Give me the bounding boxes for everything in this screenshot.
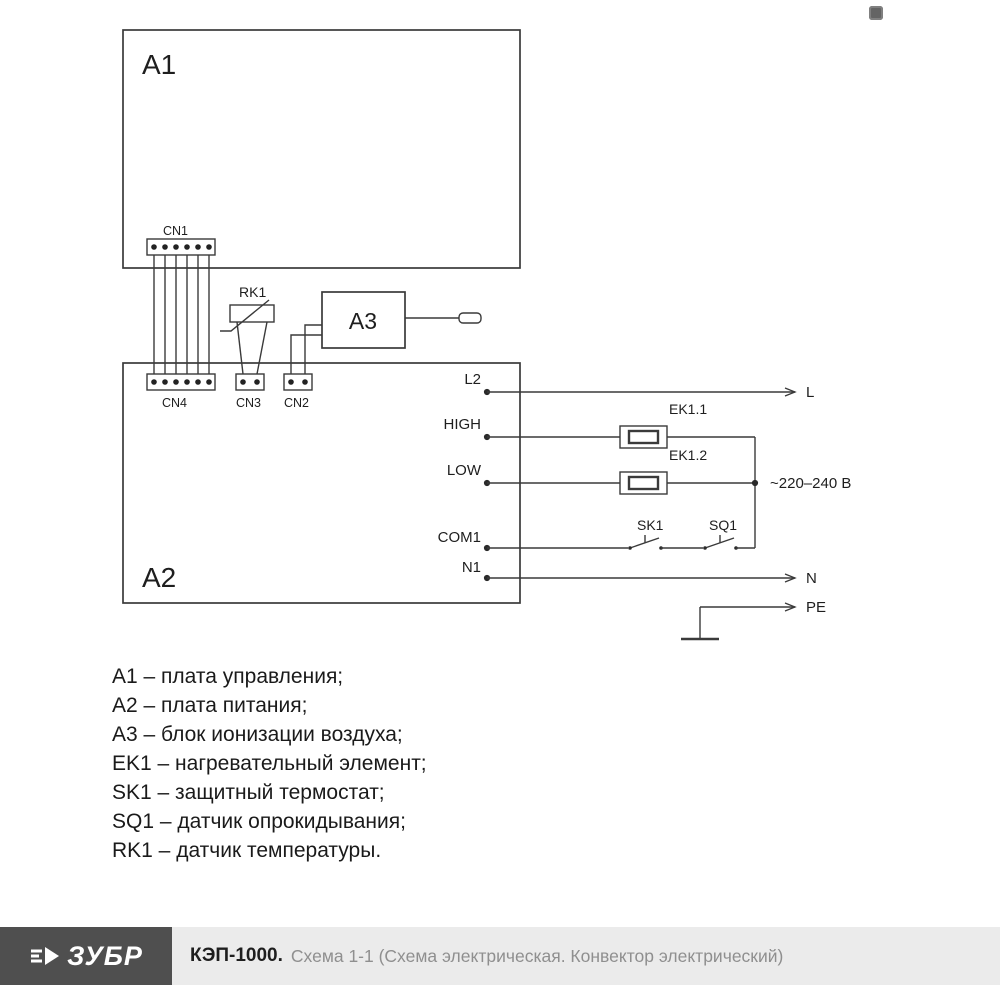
block-a2: A2 [122, 362, 521, 604]
legend-item-a3: A3 – блок ионизации воздуха; [112, 723, 403, 746]
connector-cn3: CN3 [235, 373, 265, 410]
block-a3-outline [321, 291, 406, 349]
voltage-label: ~220–240 В [770, 475, 851, 492]
legend-item-a1: A1 – плата управления; [112, 665, 344, 688]
connector-cn2: CN2 [283, 324, 322, 410]
block-a1-outline [122, 29, 521, 269]
terminal-n1-label: N1 [462, 559, 481, 576]
heater-ek1-1-label: EK1.1 [669, 401, 707, 417]
connector-cn4: CN4 [146, 373, 216, 410]
switch-sq1-label: SQ1 [709, 517, 737, 533]
connector-cn3-body [235, 373, 265, 391]
block-a1-label: A1 [142, 49, 176, 80]
output-n-label: N [806, 570, 817, 587]
thermistor-rk1: RK1 [220, 284, 275, 375]
legend-item-sk1: SK1 – защитный термостат; [112, 781, 385, 804]
switch-sk1-label: SK1 [637, 517, 664, 533]
footer-caption-area: КЭП-1000. Схема 1-1 (Схема электрическая… [190, 927, 783, 985]
thermistor-rk1-diagonal [220, 299, 270, 332]
connector-cn2-body [283, 373, 313, 391]
legend-item-rk1: RK1 – датчик температуры. [112, 839, 382, 862]
connector-cn1: CN1 [146, 224, 216, 256]
zubr-brand-text: ЗУБР [67, 940, 143, 971]
model-label: КЭП-1000. [190, 945, 283, 966]
zubr-logo: ЗУБР [0, 927, 172, 985]
legend-item-sq1: SQ1 – датчик опрокидывания; [112, 810, 406, 833]
connector-cn2-label: CN2 [284, 396, 309, 410]
terminal-com1-label: COM1 [438, 529, 481, 546]
caption-label: Схема 1-1 (Схема электрическая. Конвекто… [290, 945, 784, 966]
connector-cn3-label: CN3 [236, 396, 261, 410]
footer-bar: ЗУБР КЭП-1000. Схема 1-1 (Схема электрич… [0, 927, 1000, 985]
com1-switch-line: SK1 SQ1 [487, 517, 755, 550]
ionizer-electrode [458, 312, 482, 324]
line-n: N [487, 570, 817, 587]
heater-ek1-2-label: EK1.2 [669, 447, 707, 463]
terminal-l2-label: L2 [464, 371, 481, 388]
block-a2-label: A2 [142, 562, 176, 593]
line-pe: PE [681, 599, 826, 641]
block-a3: A3 [321, 291, 482, 349]
legend: A1 – плата управления; A2 – плата питани… [112, 662, 427, 865]
block-a2-outline [122, 362, 521, 604]
block-a3-label: A3 [349, 308, 377, 334]
zubr-arrow-icon [31, 947, 60, 965]
ribbon-wires-cn1-cn4 [153, 255, 210, 374]
output-pe-label: PE [806, 599, 826, 616]
legend-item-a2: A2 – плата питания; [112, 694, 308, 717]
line-l: L [487, 384, 814, 401]
electrical-schematic: A1 A2 CN1 CN4 [122, 29, 851, 641]
legend-item-ek1: EK1 – нагревательный элемент; [112, 752, 427, 775]
block-a1: A1 [122, 29, 521, 269]
terminal-low-label: LOW [447, 462, 482, 479]
a2-terminals: L2 HIGH LOW COM1 N1 [438, 371, 491, 582]
heater-ek1-2: EK1.2 [487, 447, 755, 495]
heater-ek1-1-element [627, 429, 660, 445]
connector-cn1-label: CN1 [163, 224, 188, 238]
thermistor-rk1-label: RK1 [239, 284, 266, 300]
corner-watermark-icon [869, 6, 883, 20]
output-l-label: L [806, 384, 814, 401]
heater-ek1-2-body [619, 471, 668, 495]
heater-ek1-1: EK1.1 [487, 401, 755, 449]
connector-cn4-body [146, 373, 216, 391]
supply-bus: ~220–240 В [751, 437, 851, 548]
terminal-high-label: HIGH [444, 416, 482, 433]
heater-ek1-1-body [619, 425, 668, 449]
connector-cn4-label: CN4 [162, 396, 187, 410]
connector-cn1-body [146, 238, 216, 256]
heater-ek1-2-element [627, 475, 660, 491]
